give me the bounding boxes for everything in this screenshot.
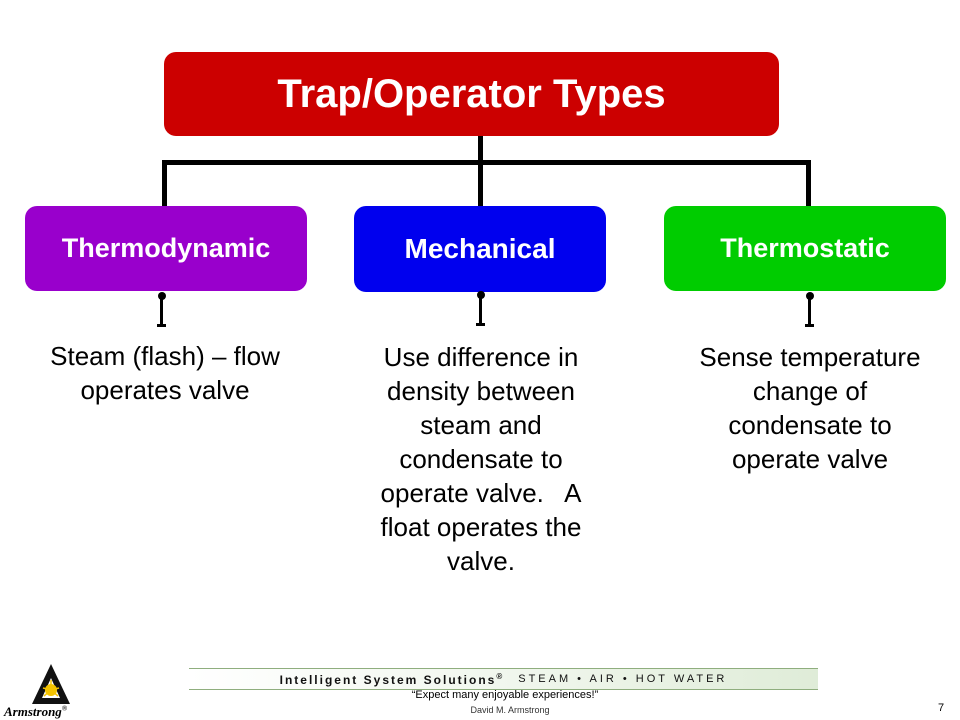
node-thermostatic: Thermostatic bbox=[664, 206, 946, 291]
connector-drop-thermodynamic bbox=[162, 160, 167, 208]
node-thermodynamic: Thermodynamic bbox=[25, 206, 307, 291]
description-thermodynamic: Steam (flash) – flow operates valve bbox=[50, 341, 280, 405]
armstrong-logo-icon bbox=[32, 664, 70, 704]
node-mechanical: Mechanical bbox=[354, 206, 606, 292]
connector-drop-thermostatic bbox=[806, 160, 811, 208]
footer-author: David M. Armstrong bbox=[470, 705, 550, 715]
footer-quote: “Expect many enjoyable experiences!” bbox=[411, 689, 599, 701]
description-thermostatic: Sense temperature change of condensate t… bbox=[699, 342, 921, 474]
connector-horizontal bbox=[162, 160, 811, 165]
armstrong-logo-text: Armstrong® bbox=[4, 704, 68, 719]
connector-root-stem bbox=[478, 136, 483, 163]
connector-drop-mechanical bbox=[478, 160, 483, 208]
footer-banner: Intelligent System Solutions® STEAM • AI… bbox=[189, 668, 818, 690]
description-mechanical: Use difference in density between steam … bbox=[380, 342, 582, 576]
footer-brand: Intelligent System Solutions® bbox=[279, 671, 505, 687]
footer-tagline: STEAM • AIR • HOT WATER bbox=[518, 673, 728, 685]
root-node-box: Trap/Operator Types bbox=[164, 52, 779, 136]
page-number: 7 bbox=[938, 702, 945, 714]
